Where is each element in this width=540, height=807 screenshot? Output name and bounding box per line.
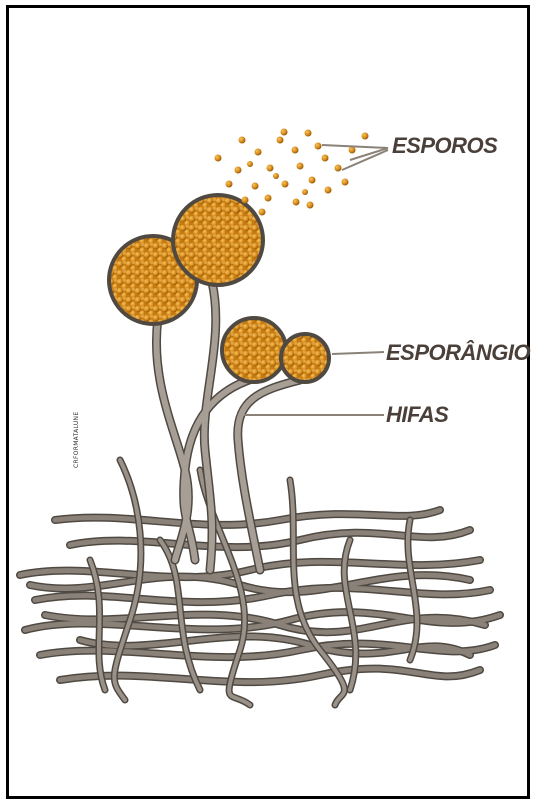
sporangium-large-right: [173, 195, 263, 285]
label-sporangium: ESPORÂNGIO: [386, 340, 530, 366]
sporangium-mid: [222, 318, 286, 382]
sporangia: [109, 195, 329, 382]
sporangium-small: [281, 334, 329, 382]
image-credit: CRFORMATALUNE: [73, 412, 80, 468]
label-spores: ESPOROS: [392, 133, 497, 159]
label-hyphae: HIFAS: [386, 402, 448, 428]
mycelium-mat: [20, 460, 500, 705]
